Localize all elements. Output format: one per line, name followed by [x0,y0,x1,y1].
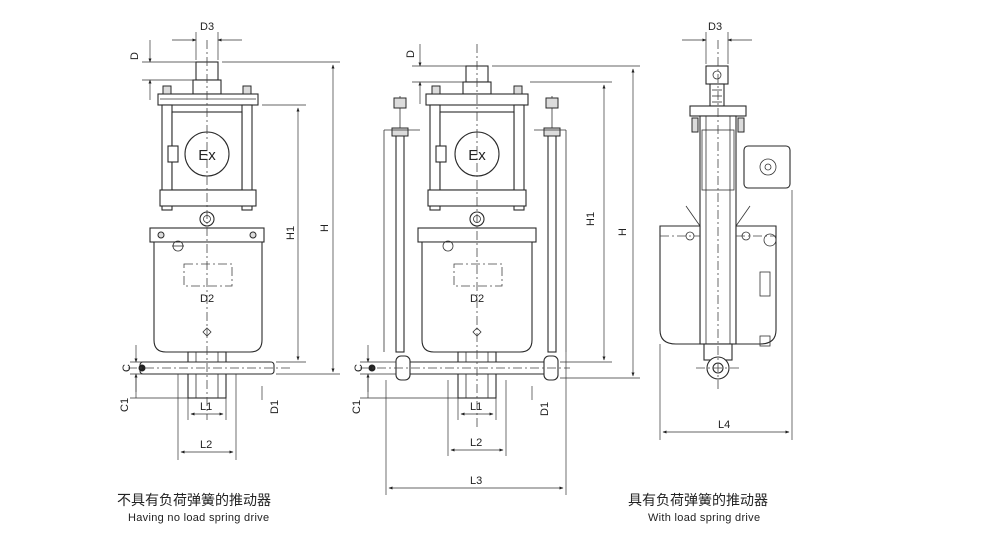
dim-d: D [129,52,141,60]
dim-d1: D1 [269,400,281,414]
dim-l4: L4 [718,419,730,431]
spring-rod-left [395,129,405,353]
caption-cn-with-spring: 具有负荷弹簧的推动器 [628,493,768,509]
dim-l2: L2 [200,439,212,451]
dim-l1-2: L1 [470,401,482,413]
thruster-with-spring: Ex [360,44,570,430]
dim-h1-2: H1 [585,212,597,226]
oil-tank [153,241,263,353]
dim-h1: H1 [285,226,297,240]
top-plate [157,93,259,106]
dim-l1: L1 [200,401,212,413]
dim-h-2: H [617,228,629,236]
thruster-side-view [659,40,791,390]
dim-l3: L3 [470,475,482,487]
dim-d1-2: D1 [539,402,551,416]
dim-d3-side: D3 [708,21,722,33]
dim-c: C [121,364,133,372]
dimensions-fig1: D3 D H1 H D2 C C1 L1 [119,21,340,460]
caption-en-no-spring: Having no load spring drive [128,512,270,524]
dim-d2: D2 [200,293,214,305]
caption-en-with-spring: With load spring drive [648,512,761,524]
dim-c1-2: C1 [351,400,363,414]
ex-marker-2: Ex [468,147,486,164]
side-motor [743,145,791,189]
dim-d2-2: D2 [470,293,484,305]
dim-l2-2: L2 [470,437,482,449]
dim-h: H [319,224,331,232]
dim-d-2: D [405,50,417,58]
thruster-no-spring: Ex [128,40,290,420]
dimensions-fig2: D H1 H D2 C C1 L1 L2 D1 [351,44,640,495]
dim-d3: D3 [200,21,214,33]
dimensions-fig3: D3 L4 [659,21,793,440]
dim-c-2: C [353,364,365,372]
caption-cn-no-spring: 不具有负荷弹簧的推动器 [117,493,271,509]
spring-rod-right [547,129,557,353]
dim-c1: C1 [119,398,131,412]
